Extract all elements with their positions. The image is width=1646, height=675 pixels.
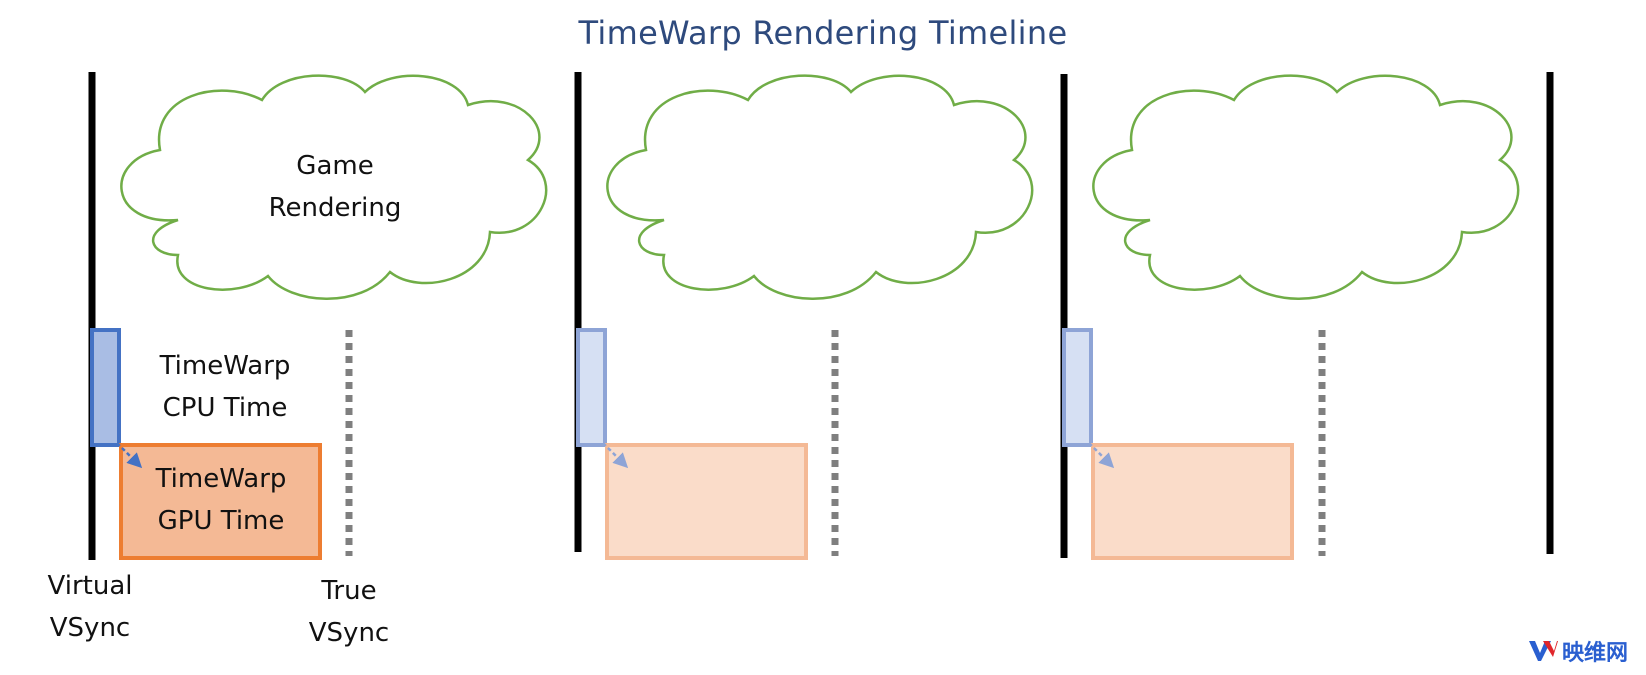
true-vsync-label-line1: True [321,576,377,606]
gpu-time-label: TimeWarp GPU Time [131,458,311,542]
true-vsync-label-line2: VSync [308,618,390,648]
watermark-logo-icon [1528,641,1558,661]
watermark: 映维网 [1528,635,1628,667]
game-rendering-cloud-1 [120,74,548,300]
diagram-title: TimeWarp Rendering Timeline [578,14,1068,52]
gpu-time-label-line2: GPU Time [157,506,285,536]
cpu-time-label: TimeWarp CPU Time [140,345,310,429]
cpu-time-bar-3 [1062,328,1093,447]
watermark-text: 映维网 [1561,641,1628,666]
gpu-time-box-2 [605,443,808,560]
cpu-time-bar-2 [576,328,607,447]
gpu-time-label-line1: TimeWarp [155,464,287,494]
game-rendering-cloud-2 [606,74,1034,300]
cpu-to-gpu-arrow-3 [1088,442,1115,469]
gpu-time-box-1 [119,443,322,560]
cpu-time-bar-1 [90,328,121,447]
game-rendering-cloud-3 [1092,74,1520,300]
game-rendering-label-line2: Rendering [268,193,402,223]
cpu-to-gpu-arrow-2 [602,442,629,469]
virtual-vsync-label-line2: VSync [49,613,131,643]
cpu-to-gpu-arrow-1 [116,442,143,469]
virtual-vsync-label-line1: Virtual [47,571,133,601]
true-vsync-label: True VSync [294,570,404,654]
game-rendering-label: Game Rendering [255,145,415,229]
cpu-time-label-line1: TimeWarp [159,351,291,381]
cpu-time-label-line2: CPU Time [162,393,288,423]
game-rendering-label-line1: Game [296,151,374,181]
virtual-vsync-label: Virtual VSync [30,565,150,649]
gpu-time-box-3 [1091,443,1294,560]
